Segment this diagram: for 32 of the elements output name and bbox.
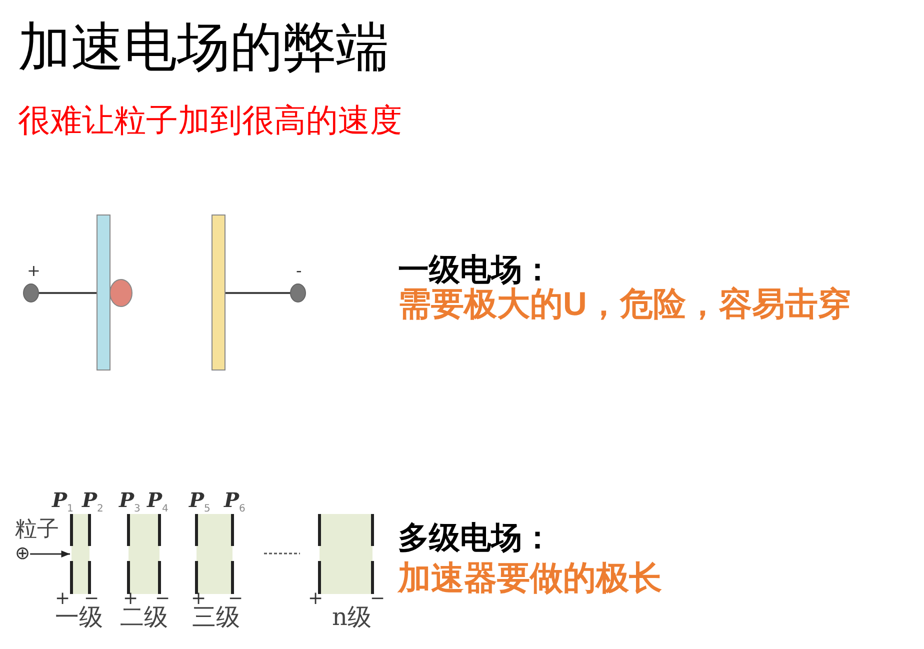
polarity-sign: + [123, 590, 138, 608]
stage-label: 二级 [120, 605, 168, 629]
polarity-sign: + [308, 590, 324, 608]
plate-stage [318, 514, 374, 594]
subtitle: 很难让粒子加到很高的速度 [18, 104, 402, 136]
stage-label: n级 [332, 605, 372, 629]
heading: 一级电场： [398, 254, 553, 285]
description: 需要极大的U，危险，容易击穿 [398, 287, 851, 320]
stage-label: 一级 [55, 605, 103, 629]
plate-label: P$_{3}$ [119, 490, 140, 510]
plate-label: P$_{4}$ [147, 490, 168, 510]
stage-label: 三级 [192, 605, 240, 629]
plate-label: P$_{6}$ [224, 490, 246, 510]
polarity-sign: − [370, 590, 386, 608]
title: 加速电场的弊端 [18, 21, 389, 74]
plate-label: P$_{1}$ [52, 490, 74, 510]
plate-label: P$_{2}$ [82, 490, 104, 510]
polarity-sign: − [155, 590, 170, 608]
polarity-sign: + [27, 263, 40, 279]
polarity-sign: + [191, 590, 206, 608]
heading: 多级电场： [398, 522, 553, 553]
charge-symbol: ⊕ [15, 545, 30, 563]
polarity-sign: + [55, 590, 70, 608]
particle-label: 粒子 [15, 519, 59, 541]
plate-label: P$_{5}$ [189, 490, 210, 510]
polarity-sign: − [228, 590, 244, 608]
polarity-sign: - [296, 263, 302, 279]
description: 加速器要做的极长 [398, 561, 662, 594]
plate-stage [70, 514, 91, 594]
plate-stage [195, 514, 234, 594]
plate-stage [127, 514, 161, 594]
arrow [30, 550, 70, 558]
